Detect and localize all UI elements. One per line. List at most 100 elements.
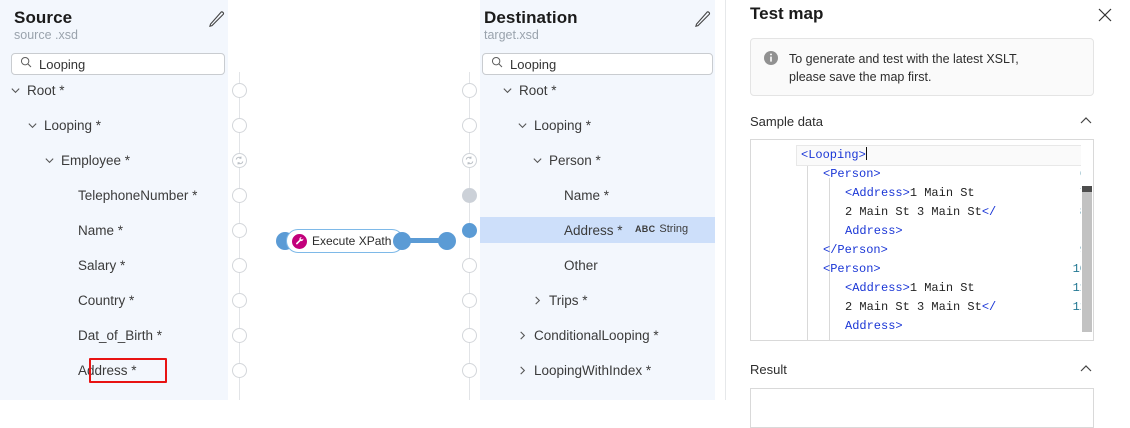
scrollbar-thumb[interactable] xyxy=(1082,192,1092,332)
source-tree-item[interactable]: Name * xyxy=(61,217,123,243)
mapping-canvas[interactable]: Execute XPath xyxy=(228,0,480,400)
info-line-1: To generate and test with the latest XSL… xyxy=(789,52,1019,66)
destination-tree-item[interactable]: Other xyxy=(547,252,598,278)
destination-tree-item-label: Root * xyxy=(519,82,557,98)
source-tree-item-label: Salary * xyxy=(78,257,126,273)
code-token: </Person> xyxy=(823,243,888,257)
source-search-input[interactable] xyxy=(39,56,216,72)
source-tree-item[interactable]: TelephoneNumber * xyxy=(61,182,197,208)
indent-guide xyxy=(807,159,808,340)
info-banner-text: To generate and test with the latest XSL… xyxy=(789,50,1019,84)
type-badge-type: String xyxy=(659,223,689,235)
source-connector-node[interactable] xyxy=(232,83,247,98)
editor-line[interactable]: Address> xyxy=(801,222,1093,241)
editor-line[interactable]: 2 Main St 3 Main St</ xyxy=(801,298,1093,317)
connection-wire xyxy=(403,238,443,243)
result-heading: Result xyxy=(750,362,787,377)
destination-connector-node[interactable] xyxy=(462,153,477,168)
editor-line[interactable]: </Person> xyxy=(801,241,1093,260)
chevron-up-icon[interactable] xyxy=(1078,113,1094,129)
source-tree-item[interactable]: Employee * xyxy=(44,147,130,173)
chevron-down-icon[interactable] xyxy=(44,155,57,166)
source-connector-node[interactable] xyxy=(232,118,247,133)
destination-tree-item[interactable]: Name * xyxy=(547,182,609,208)
destination-tree-item-label: Looping * xyxy=(534,117,592,133)
chevron-down-icon[interactable] xyxy=(502,85,515,96)
destination-tree-item[interactable]: Address * xyxy=(547,217,623,243)
destination-tree-item[interactable]: ConditionalLooping * xyxy=(517,322,659,348)
sample-data-editor[interactable]: 5<Looping>6<Person>7<Address>1 Main St82… xyxy=(750,139,1094,341)
panel-divider xyxy=(725,0,726,400)
destination-link-handle[interactable] xyxy=(438,232,456,250)
execute-xpath-node[interactable]: Execute XPath xyxy=(286,229,405,253)
destination-tree-item[interactable]: Looping * xyxy=(517,112,591,138)
source-tree-item-label: Looping * xyxy=(44,117,102,133)
editor-line[interactable]: <Address>1 Main St xyxy=(801,279,1093,298)
chevron-down-icon[interactable] xyxy=(10,85,23,96)
destination-connector-node[interactable] xyxy=(462,223,477,238)
source-connector-node[interactable] xyxy=(232,153,247,168)
chevron-right-icon[interactable] xyxy=(517,365,530,376)
result-editor[interactable] xyxy=(750,388,1094,428)
pencil-icon[interactable] xyxy=(693,9,715,31)
chevron-down-icon[interactable] xyxy=(517,120,530,131)
destination-tree-item[interactable]: Root * xyxy=(502,77,557,103)
destination-connector-node[interactable] xyxy=(462,293,477,308)
source-tree-item[interactable]: Country * xyxy=(61,287,134,313)
source-connector-node[interactable] xyxy=(232,293,247,308)
node-output-handle[interactable] xyxy=(393,232,411,250)
chevron-down-icon[interactable] xyxy=(27,120,40,131)
destination-connector-node[interactable] xyxy=(462,118,477,133)
code-token: Address> xyxy=(845,319,903,333)
destination-search-box[interactable] xyxy=(482,53,713,75)
editor-line[interactable] xyxy=(801,336,1093,340)
pencil-icon[interactable] xyxy=(207,9,229,31)
code-token: <Person> xyxy=(823,167,881,181)
source-search-box[interactable] xyxy=(11,53,225,75)
editor-line[interactable]: <Looping> xyxy=(796,145,1093,166)
source-tree-item[interactable]: Salary * xyxy=(61,252,125,278)
source-tree-item[interactable]: Root * xyxy=(10,77,65,103)
destination-search-input[interactable] xyxy=(510,56,704,72)
destination-tree-item-label: ConditionalLooping * xyxy=(534,327,659,343)
destination-tree-item[interactable]: Trips * xyxy=(532,287,588,313)
source-connector-node[interactable] xyxy=(232,223,247,238)
chevron-right-icon[interactable] xyxy=(532,295,545,306)
source-tree-item[interactable]: Dat_of_Birth * xyxy=(61,322,162,348)
editor-line-number: 13 xyxy=(1073,336,1087,340)
source-connector-node[interactable] xyxy=(232,188,247,203)
destination-tree-item-label: LoopingWithIndex * xyxy=(534,362,652,378)
source-tree-item-label: Name * xyxy=(78,222,124,238)
source-tree-item-label: Address * xyxy=(78,362,137,378)
editor-line[interactable]: 2 Main St 3 Main St</ xyxy=(801,203,1093,222)
editor-line[interactable]: Address> xyxy=(801,317,1093,336)
destination-connector-node[interactable] xyxy=(462,188,477,203)
destination-tree-item[interactable]: Person * xyxy=(532,147,601,173)
close-icon[interactable] xyxy=(1096,6,1116,26)
editor-line[interactable]: <Address>1 Main St xyxy=(801,184,1093,203)
chevron-right-icon[interactable] xyxy=(517,330,530,341)
chevron-up-icon[interactable] xyxy=(1078,361,1094,377)
source-connector-node[interactable] xyxy=(232,258,247,273)
test-map-title: Test map xyxy=(750,4,824,23)
editor-line[interactable]: <Person> xyxy=(801,260,1093,279)
source-connector-node[interactable] xyxy=(232,363,247,378)
editor-line[interactable]: <Person> xyxy=(801,165,1093,184)
destination-tree-item-label: Other xyxy=(564,257,598,273)
destination-tree-item-label: Name * xyxy=(564,187,610,203)
destination-subtitle: target.xsd xyxy=(484,28,539,42)
destination-connector-node[interactable] xyxy=(462,258,477,273)
destination-tree-item[interactable]: LoopingWithIndex * xyxy=(517,357,651,383)
destination-connector-node[interactable] xyxy=(462,363,477,378)
destination-connector-node[interactable] xyxy=(462,83,477,98)
editor-scrollbar[interactable] xyxy=(1081,140,1093,340)
source-tree-item[interactable]: Address * xyxy=(61,357,137,383)
chevron-down-icon[interactable] xyxy=(532,155,545,166)
scrollbar-marker xyxy=(1082,186,1092,192)
source-tree-item[interactable]: Looping * xyxy=(27,112,101,138)
source-connector-node[interactable] xyxy=(232,328,247,343)
destination-connector-node[interactable] xyxy=(462,328,477,343)
sample-data-heading: Sample data xyxy=(750,114,823,129)
text-caret xyxy=(865,147,867,160)
